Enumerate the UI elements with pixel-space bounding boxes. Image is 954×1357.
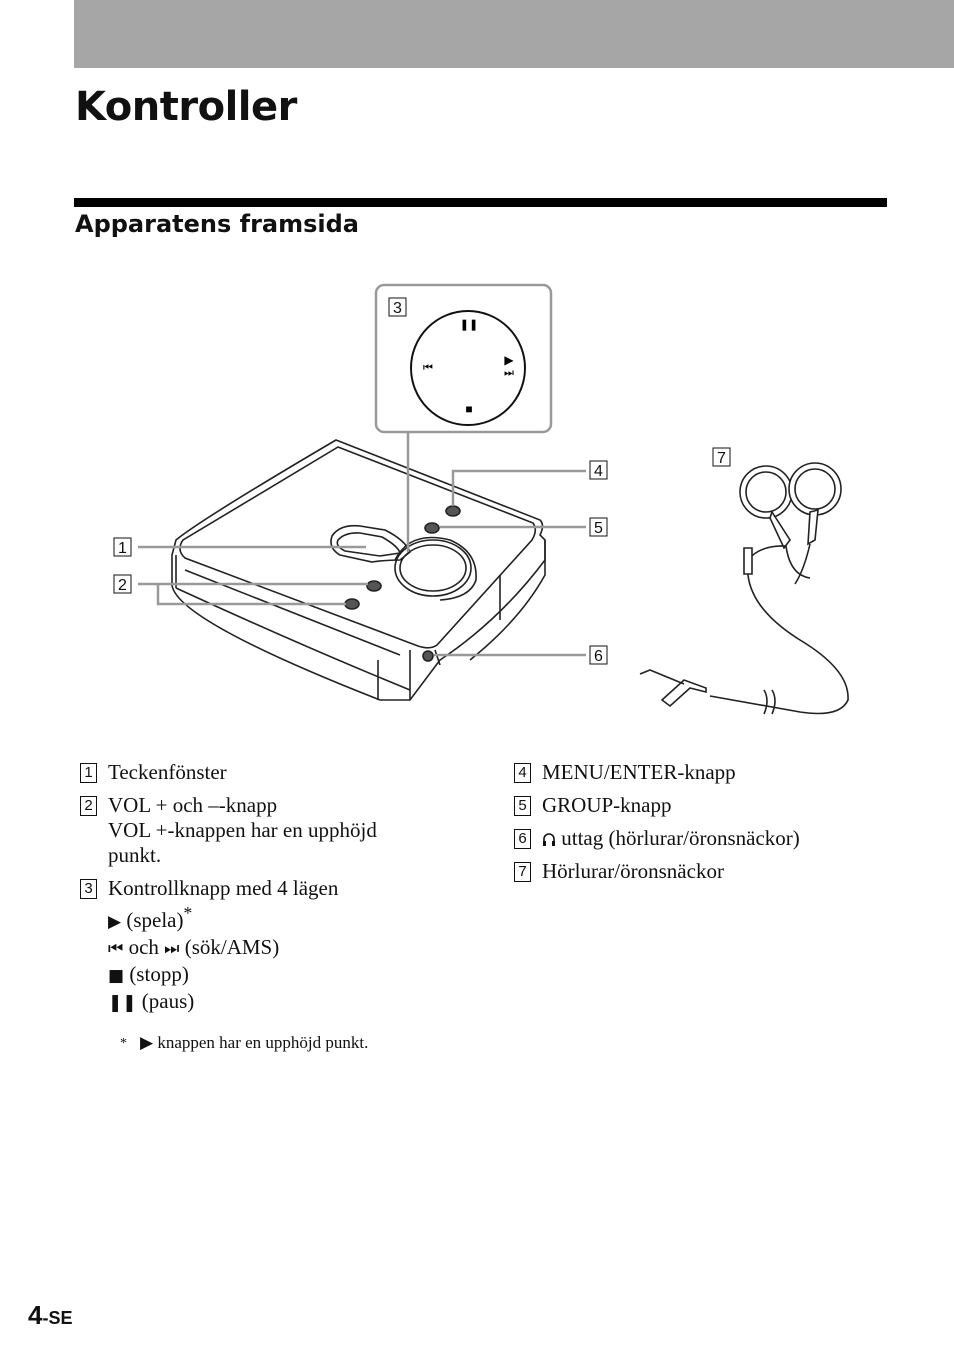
page-number: 4-SE	[28, 1300, 72, 1331]
control-key-inset: ❚❚ ▶ ⏭ ⏮ ■	[374, 283, 553, 434]
inset-stop-glyph: ■	[465, 402, 472, 416]
mode-seek-and: och	[128, 935, 159, 959]
callout-1: 1	[118, 540, 127, 557]
mode-play: ▶ (spela)*	[108, 901, 460, 935]
mode-pause: ❚❚ (paus)	[108, 989, 460, 1016]
inset-prev-glyph: ⏮	[423, 362, 433, 374]
legend-number: 7	[514, 862, 531, 882]
inset-next-glyph: ⏭	[504, 367, 514, 379]
device-diagram: ❚❚ ▶ ⏭ ⏮ ■ 3 1 2 4 5 6 7	[113, 283, 849, 715]
legend-text: VOL +-knappen har en upphöjd	[108, 818, 377, 842]
next-icon: ⏭	[164, 939, 180, 959]
callout-4: 4	[594, 463, 603, 480]
legend-text: GROUP-knapp	[542, 793, 672, 817]
footnote: * ▶ knappen har en upphöjd punkt.	[80, 1030, 460, 1056]
mode-pause-text: (paus)	[141, 989, 195, 1013]
legend-number: 2	[80, 796, 97, 816]
callout-labels: 3 1 2 4 5 6 7	[113, 297, 731, 665]
callout-2: 2	[118, 577, 127, 594]
legend-number: 6	[514, 829, 531, 849]
legend-text: Teckenfönster	[108, 760, 227, 784]
legend-item-6: 6 uttag (hörlurar/öronsnäckor)	[514, 826, 914, 851]
legend-number: 5	[514, 796, 531, 816]
footnote-mark: *	[183, 903, 193, 923]
mode-stop: ■ (stopp)	[108, 962, 460, 989]
legend-item-2: 2 VOL + och –-knapp VOL +-knappen har en…	[80, 793, 460, 868]
inset-pause-glyph: ❚❚	[460, 319, 478, 331]
mode-seek: ⏮ och ⏭ (sök/AMS)	[108, 935, 460, 962]
legend-right: 4 MENU/ENTER-knapp 5 GROUP-knapp 6 uttag…	[514, 760, 914, 892]
legend-number: 4	[514, 763, 531, 783]
legend-item-1: 1 Teckenfönster	[80, 760, 460, 785]
stop-icon: ■	[108, 966, 125, 986]
footnote-star: *	[120, 1036, 127, 1051]
headphones-icon	[543, 833, 555, 846]
page-number-value: 4	[28, 1300, 43, 1330]
mode-stop-text: (stopp)	[129, 962, 189, 986]
inset-play-glyph: ▶	[504, 353, 514, 367]
md-player-illustration	[171, 439, 546, 701]
legend-text: MENU/ENTER-knapp	[542, 760, 736, 784]
legend-text: uttag (hörlurar/öronsnäckor)	[561, 826, 800, 850]
legend-item-3: 3 Kontrollknapp med 4 lägen ▶ (spela)* ⏮…	[80, 876, 460, 1016]
legend-text: punkt.	[108, 843, 162, 867]
callout-5: 5	[594, 520, 603, 537]
page-number-suffix: -SE	[42, 1308, 73, 1328]
callout-lines	[138, 432, 586, 657]
footnote-text: knappen har en upphöjd punkt.	[157, 1033, 369, 1052]
page-title: Kontroller	[75, 84, 297, 130]
section-title: Apparatens framsida	[75, 210, 360, 238]
legend-text: Hörlurar/öronsnäckor	[542, 859, 724, 883]
mode-play-text: (spela)	[126, 908, 184, 932]
legend-number: 1	[80, 763, 97, 783]
play-icon: ▶	[108, 912, 122, 932]
previous-icon: ⏮	[108, 939, 124, 959]
legend-text: Kontrollknapp med 4 lägen	[108, 876, 339, 900]
callout-6: 6	[594, 648, 603, 665]
header-band	[74, 0, 954, 68]
legend-text: VOL + och –-knapp	[108, 793, 278, 817]
legend-item-5: 5 GROUP-knapp	[514, 793, 914, 818]
legend-number: 3	[80, 879, 97, 899]
play-icon: ▶	[140, 1033, 154, 1053]
legend-item-7: 7 Hörlurar/öronsnäckor	[514, 859, 914, 884]
callout-3: 3	[393, 300, 402, 317]
legend-left: 1 Teckenfönster 2 VOL + och –-knapp VOL …	[80, 760, 460, 1056]
pause-icon: ❚❚	[108, 993, 137, 1013]
section-rule	[74, 198, 887, 207]
callout-7: 7	[717, 450, 726, 467]
legend-item-4: 4 MENU/ENTER-knapp	[514, 760, 914, 785]
mode-seek-text: (sök/AMS)	[184, 935, 280, 959]
earphones-illustration	[639, 462, 849, 715]
